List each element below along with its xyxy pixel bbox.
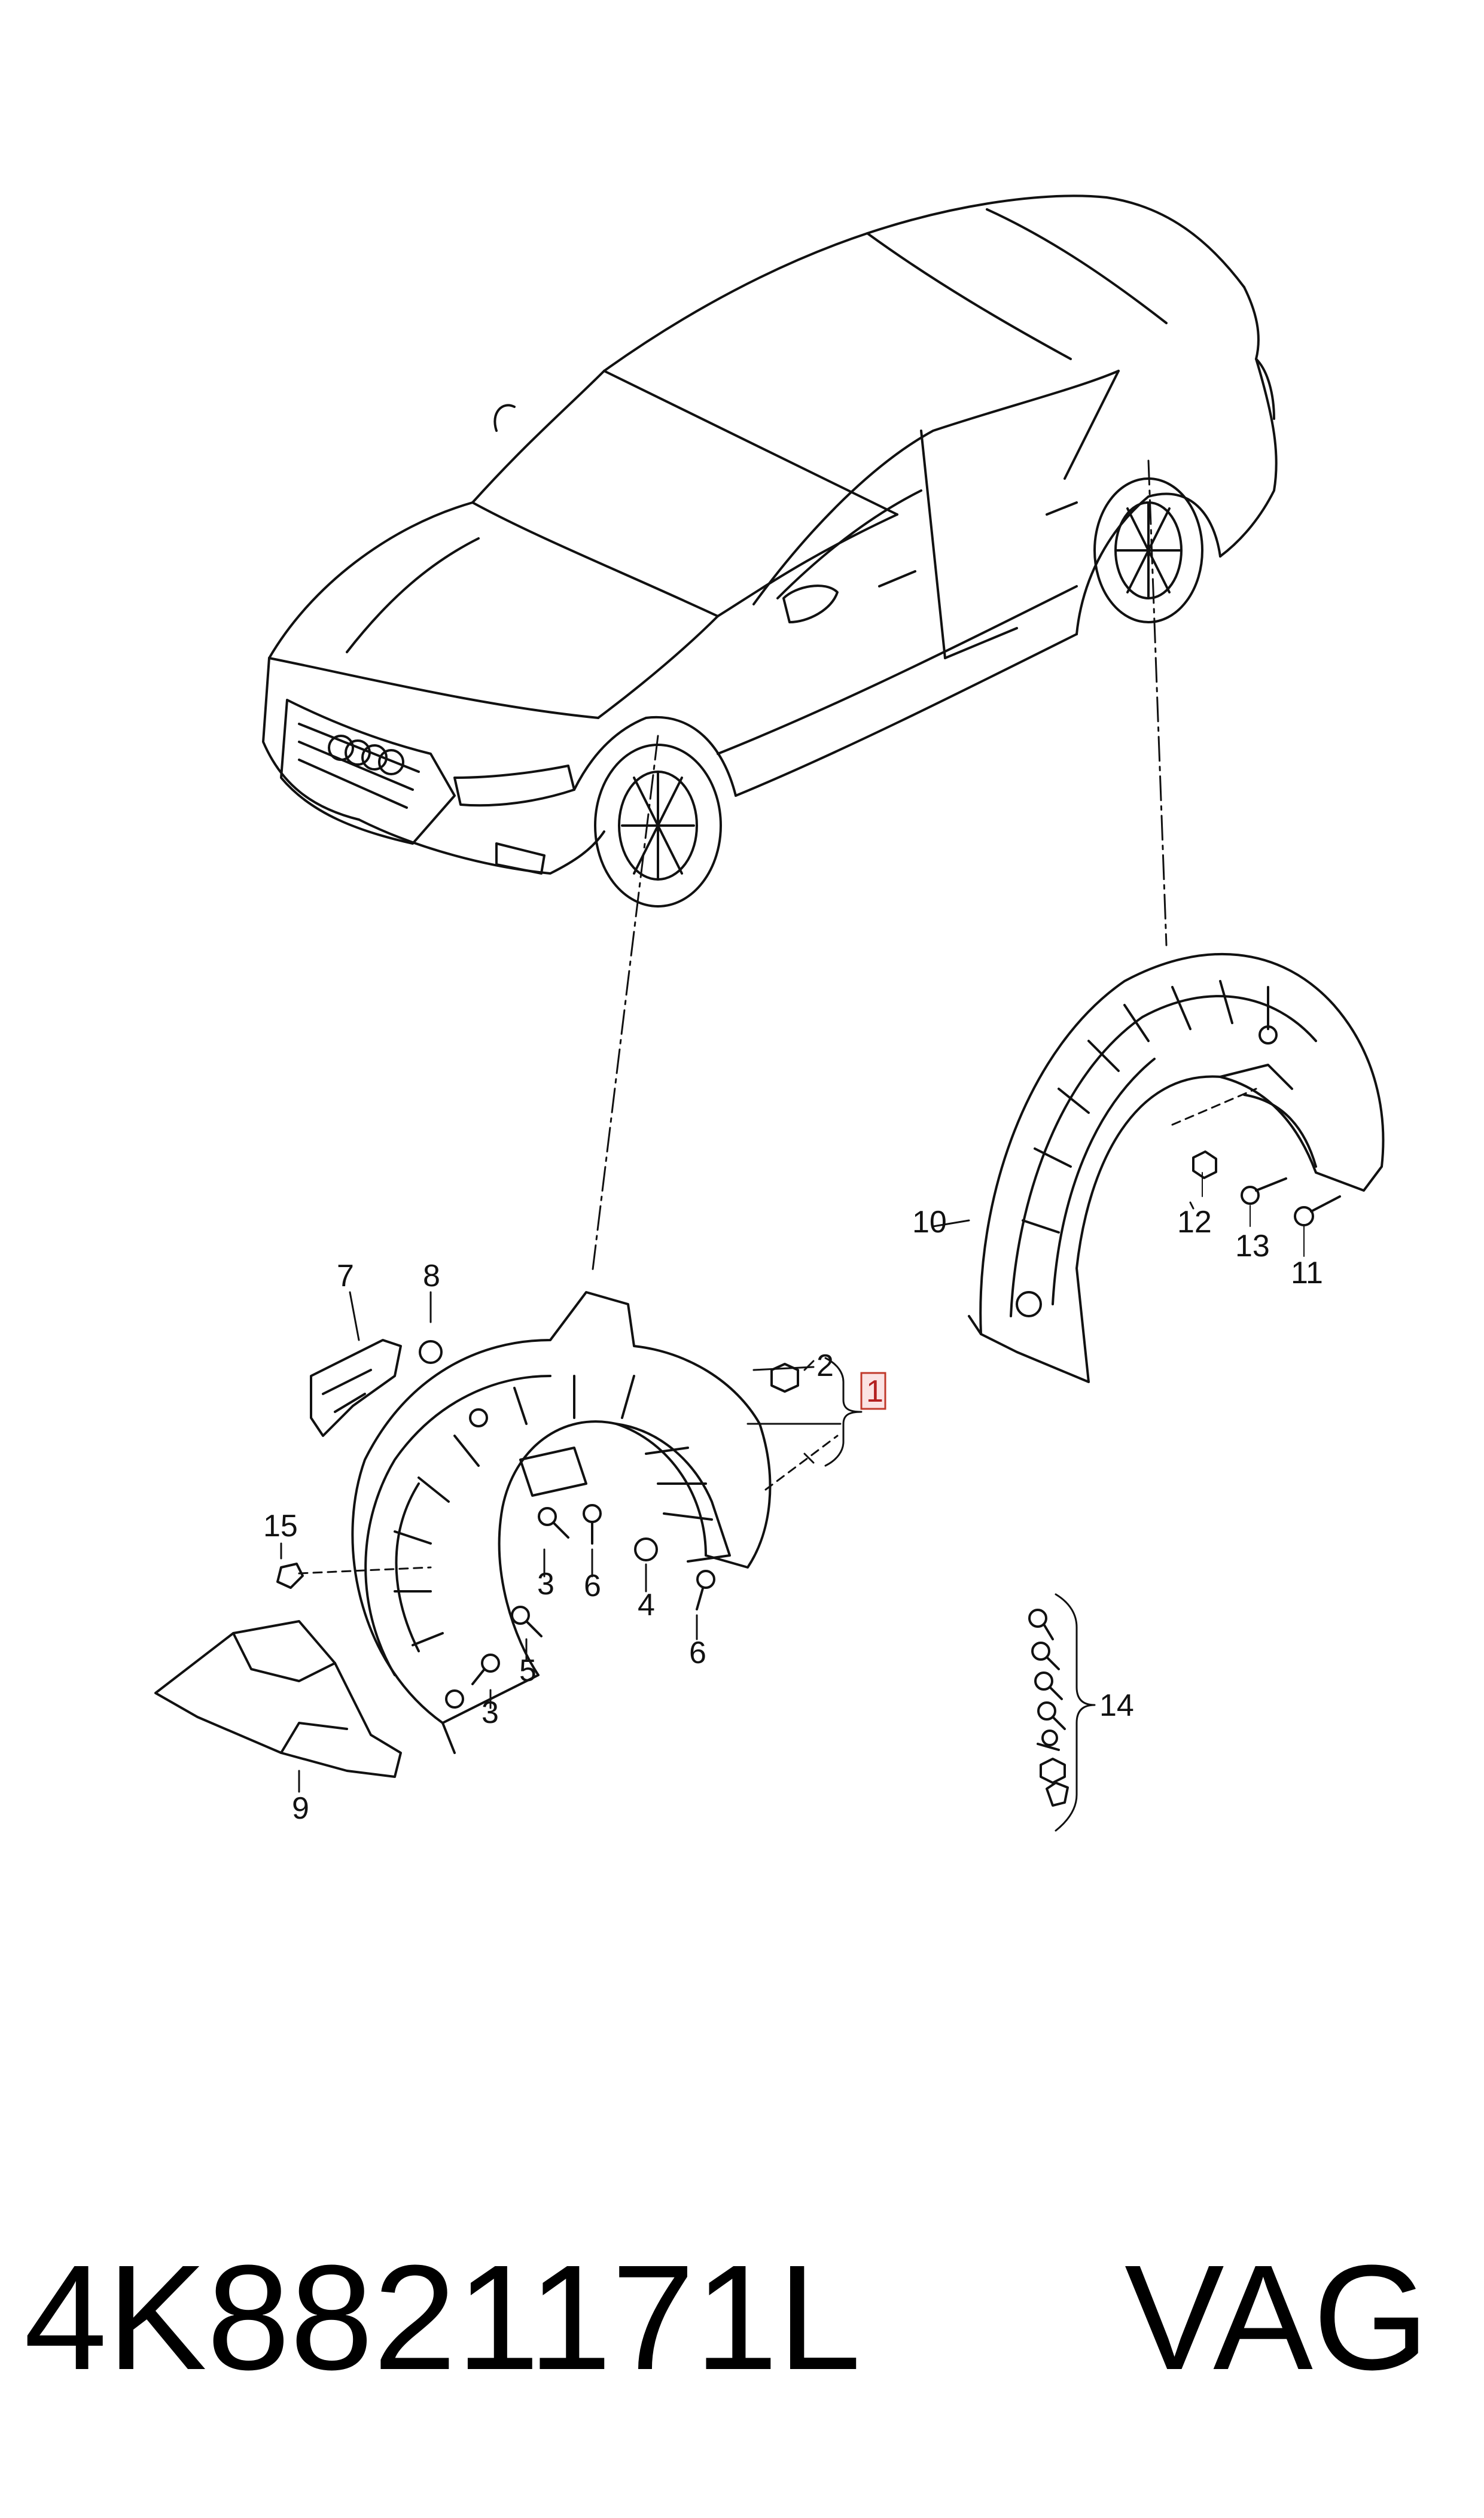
callout-12[interactable]: 12 <box>1177 1205 1212 1240</box>
car-illustration <box>262 194 1278 908</box>
callout-8[interactable]: 8 <box>423 1259 440 1293</box>
callout-3-upper[interactable]: 3 <box>537 1567 554 1601</box>
part-number-label: 4K8821171L <box>24 2234 861 2401</box>
callout-13[interactable]: 13 <box>1235 1229 1270 1263</box>
callout-6-lower[interactable]: 6 <box>689 1636 706 1670</box>
callout-1-highlight <box>860 1372 886 1410</box>
callout-15[interactable]: 15 <box>263 1509 298 1543</box>
callout-4[interactable]: 4 <box>638 1588 655 1622</box>
callout-9[interactable]: 9 <box>292 1791 309 1826</box>
callout-3-lower[interactable]: 3 <box>482 1695 499 1730</box>
callout-10[interactable]: 10 <box>912 1205 947 1240</box>
fastener-set-drawing <box>1028 1609 1069 1807</box>
front-wheelhouse-liner-drawing <box>154 1291 839 1778</box>
callout-5[interactable]: 5 <box>519 1654 537 1688</box>
callout-6-upper[interactable]: 6 <box>584 1569 601 1603</box>
callout-7[interactable]: 7 <box>337 1259 354 1293</box>
rear-wheelhouse-liner-drawing <box>968 952 1385 1383</box>
callout-1[interactable]: 1 <box>866 1374 883 1409</box>
callout-2[interactable]: 2 <box>816 1348 834 1383</box>
brand-label: VAG <box>1125 2234 1429 2401</box>
callout-14[interactable]: 14 <box>1099 1688 1134 1723</box>
callout-11[interactable]: 11 <box>1291 1256 1323 1290</box>
